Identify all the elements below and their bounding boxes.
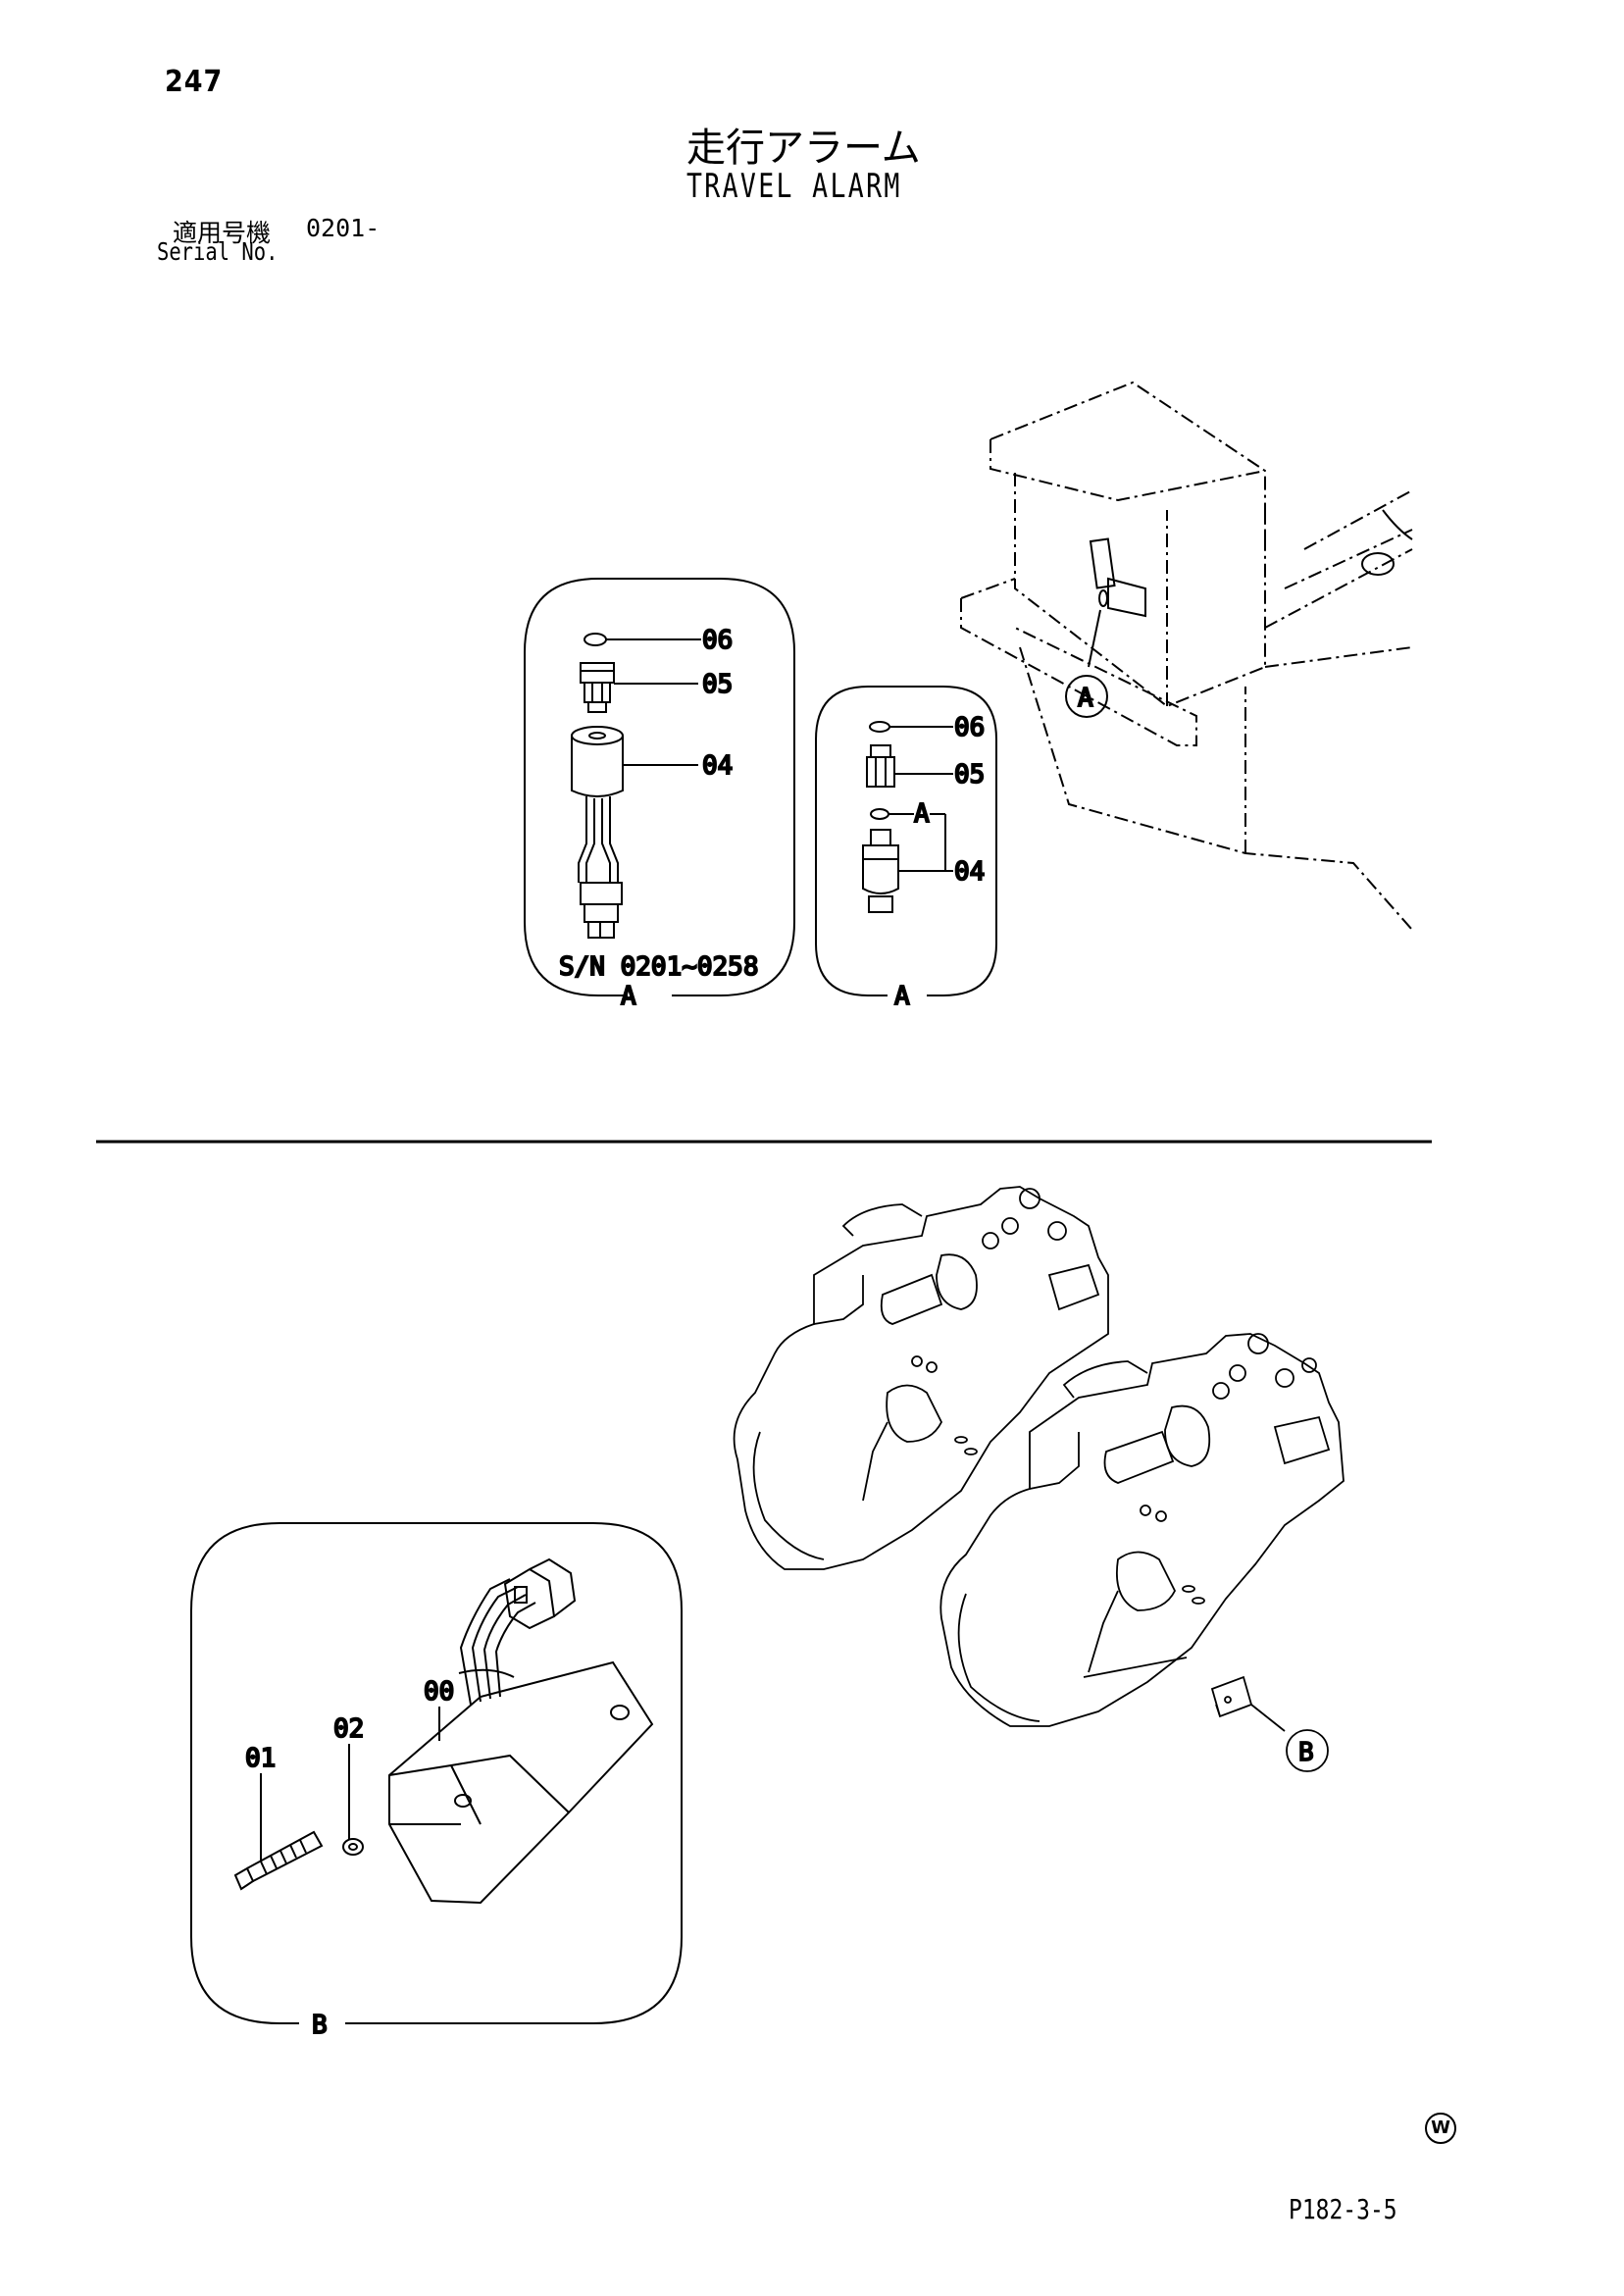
detail-a-left: 06 05 04 S/N 0201~0258 A xyxy=(524,578,795,1012)
page-title: TRAVEL ALARM xyxy=(686,167,902,206)
machine-cab-view xyxy=(960,381,1413,931)
adapter-part xyxy=(866,744,953,788)
detail-b-frame xyxy=(190,1522,683,2024)
view-label-b: B xyxy=(312,2011,328,2040)
serial-value: 0201- xyxy=(306,214,381,242)
marker-a-circle xyxy=(1065,675,1108,718)
page-number: 247 xyxy=(165,65,224,99)
alarm-buzzer-part xyxy=(388,1557,654,1905)
pressure-switch-part xyxy=(571,726,698,939)
footer-mark: W xyxy=(1425,2113,1456,2144)
callout-05: 05 xyxy=(954,760,985,790)
detail-a-left-frame xyxy=(524,578,795,996)
footer-code: P182-3-5 xyxy=(1289,2193,1397,2225)
detail-b: 00 02 01 B xyxy=(190,1522,683,2041)
callout-04: 04 xyxy=(954,857,985,887)
serial-label-japanese: 適用号機 xyxy=(173,219,272,247)
adapter-part xyxy=(580,662,698,713)
o-ring-part xyxy=(584,633,607,646)
callout-04: 04 xyxy=(702,751,733,781)
serial-range-label: S/N 0201~0258 xyxy=(559,952,759,982)
machine-marker-a: A xyxy=(1078,684,1093,713)
callout-02: 02 xyxy=(333,1714,364,1744)
o-ring-part xyxy=(869,721,890,733)
callout-06: 06 xyxy=(954,713,985,742)
serial-label: Serial No. xyxy=(157,237,279,266)
pump-assembly-view: B xyxy=(733,1186,1345,1772)
view-label-a: A xyxy=(621,982,636,1011)
pump-marker-b: B xyxy=(1298,1738,1314,1767)
detail-a-right: 06 05 A 04 A xyxy=(815,686,997,1012)
page-title-japanese: 走行アラーム xyxy=(686,126,921,171)
washer-part xyxy=(342,1838,364,1856)
callout-00: 00 xyxy=(424,1677,454,1707)
callout-01: 01 xyxy=(245,1744,276,1773)
o-ring-part xyxy=(870,808,889,820)
machine-cab-view-solid: A xyxy=(1065,509,1413,718)
bolt-part xyxy=(233,1773,324,1891)
callout-05: 05 xyxy=(702,670,733,699)
marker-b-circle xyxy=(1286,1729,1329,1772)
sub-label-a: A xyxy=(914,799,930,829)
pressure-switch-part xyxy=(862,829,953,913)
callout-06: 06 xyxy=(702,626,733,655)
detail-a-right-frame xyxy=(815,686,997,996)
view-label-a: A xyxy=(894,982,910,1011)
